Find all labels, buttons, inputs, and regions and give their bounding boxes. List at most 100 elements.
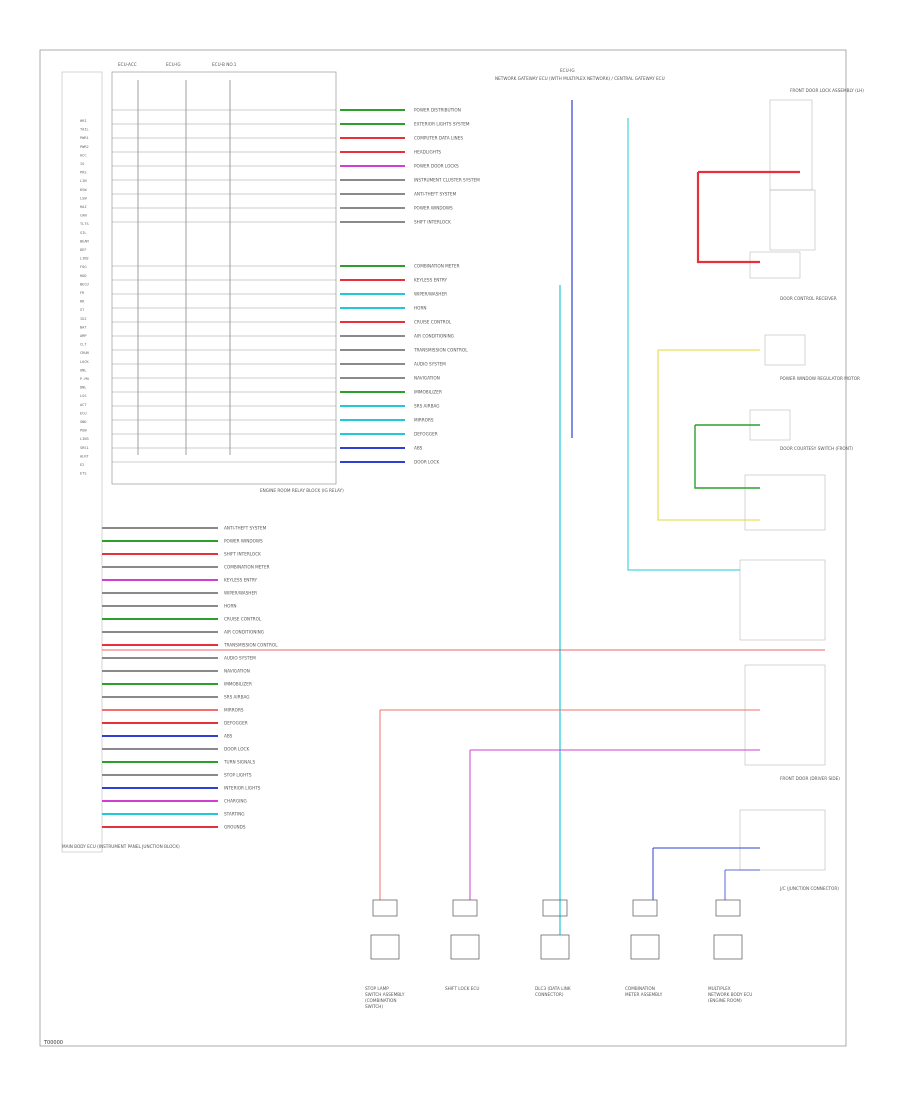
wire-destination-label: EXTERIOR LIGHTS SYSTEM (414, 122, 470, 127)
bottom-component-label: SWITCH) (365, 1004, 383, 1009)
wire-destination-label: MIRRORS (224, 708, 244, 713)
bottom-component-label: SHIFT LOCK ECU (445, 986, 479, 991)
left-ecu-pin-labels: HRITAILPWR1PWR2ACCIGPRSLINKSWLSWHAZCANTL… (80, 119, 89, 476)
connector-body (370, 934, 400, 960)
pin-label: E2 (80, 463, 84, 467)
connector-housing (452, 899, 478, 917)
wire-destination-label: CRUISE CONTROL (224, 617, 262, 622)
wire-destination-label: WIPER/WASHER (414, 292, 447, 297)
wire-destination-label: KEYLESS ENTRY (224, 578, 258, 583)
pin-label: LIN (80, 179, 87, 183)
wire-destination-label: AIR CONDITIONING (224, 630, 264, 635)
pin-label: IG (80, 162, 84, 166)
connector-housing (372, 899, 398, 917)
wire-destination-label: SHIFT INTERLOCK (224, 552, 261, 557)
connector-body (630, 934, 660, 960)
wire-destination-label: POWER DOOR LOCKS (414, 164, 459, 169)
pin-label: RR (80, 300, 85, 304)
wire-group: POWER DISTRIBUTION EXTERIOR LIGHTS SYSTEM… (102, 108, 480, 830)
pin-label: SRS1 (80, 446, 89, 450)
bottom-connector: SHIFT LOCK ECU (445, 899, 480, 991)
wire-destination-label: ANTI-THEFT SYSTEM (224, 526, 267, 531)
pin-label: DNL (80, 386, 87, 390)
yellow-loop (657, 349, 760, 521)
bottom-component-label: SWITCH ASSEMBLY (365, 992, 405, 997)
bottom-component-label: NETWORK BODY ECU (708, 992, 752, 997)
wire-destination-label: DOOR LOCK (224, 747, 249, 752)
wire-destination-label: HORN (414, 306, 427, 311)
pin-label: LIN2 (80, 257, 89, 261)
wire-destination-label: DOOR LOCK (414, 460, 439, 465)
bottom-component-label: STOP LAMP (365, 986, 389, 991)
pin-label: ACT (80, 403, 87, 407)
right-connector-label-1: FRONT DOOR LOCK ASSEMBLY (LH) (790, 88, 864, 93)
wire-destination-label: MIRRORS (414, 418, 434, 423)
pin-label: ST (80, 308, 85, 312)
wire-destination-label: GROUNDS (224, 825, 246, 830)
wire-destination-label: COMPUTER DATA LINES (414, 136, 463, 141)
wire-destination-label: SRS AIRBAG (414, 404, 439, 409)
connector-housing (632, 899, 658, 917)
right-connector-label-4: DOOR COURTESY SWITCH (FRONT) (780, 446, 853, 451)
pin-label: AMP (80, 334, 87, 338)
pin-label: IG2 (80, 317, 87, 321)
pin-label: BAT (80, 325, 87, 329)
pin-label: TAIL (80, 128, 89, 132)
pin-label: LSW (80, 196, 87, 200)
left-ecu: HRITAILPWR1PWR2ACCIGPRSLINKSWLSWHAZCANTL… (61, 71, 180, 853)
pin-label: HAZ (80, 205, 87, 209)
magenta-drop (469, 749, 760, 900)
wire-destination-label: HORN (224, 604, 237, 609)
pin-label: UNL (80, 368, 87, 372)
wire-destination-label: CRUISE CONTROL (414, 320, 452, 325)
wire-destination-label: POWER DISTRIBUTION (414, 108, 461, 113)
top-connector: NETWORK GATEWAY ECU (WITH MULTIPLEX NETW… (495, 68, 665, 81)
pin-label: ACC (80, 153, 87, 157)
pin-label: ECU (80, 411, 87, 415)
wire-destination-label: KEYLESS ENTRY (414, 278, 448, 283)
bottom-component-label: MULTIPLEX (708, 986, 731, 991)
wire-destination-label: AIR CONDITIONING (414, 334, 454, 339)
wire-destination-label: COMBINATION METER (414, 264, 460, 269)
blue-drop (652, 847, 760, 900)
cyan-loop (627, 118, 740, 571)
wire-destination-label: TRANSMISSION CONTROL (413, 348, 468, 353)
pin-label: P-PN (80, 377, 89, 381)
wire-destination-label: AUDIO SYSTEM (224, 656, 256, 661)
pin-label: ETS (80, 472, 87, 476)
fuse-label-1: ECU-ACC (118, 62, 137, 67)
pin-label: BECU (80, 282, 89, 286)
pin-label: HUD (80, 274, 87, 278)
main-ecu-block: ECU-ACC ECU-IG ECU-B NO.1 ENGINE ROOM RE… (111, 62, 344, 493)
wire-destination-label: AUDIO SYSTEM (414, 362, 446, 367)
top-ecu-label: NETWORK GATEWAY ECU (WITH MULTIPLEX NETW… (495, 76, 665, 81)
connector-body (450, 934, 480, 960)
bottom-component-label: CONNECTOR) (535, 992, 564, 997)
pin-label: SIL (80, 231, 87, 235)
wire-destination-label: CHARGING (224, 799, 247, 804)
pin-label: POW (80, 429, 87, 433)
pin-label: LIN3 (80, 437, 89, 441)
wire-destination-label: ABS (414, 446, 423, 451)
wire-destination-label: TURN SIGNALS (223, 760, 255, 765)
diagram-frame (39, 49, 847, 1047)
pin-label: PWR2 (80, 145, 89, 149)
wire-destination-label: STOP LIGHTS (224, 773, 252, 778)
pin-label: BEAM (80, 239, 89, 243)
wire-destination-label: IMMOBILIZER (224, 682, 252, 687)
pin-label: HRI (80, 119, 87, 123)
wire-destination-label: HEADLIGHTS (414, 150, 441, 155)
fuse-label-3: ECU-B NO.1 (212, 62, 237, 67)
bottom-component-label: METER ASSEMBLY (625, 992, 663, 997)
red-loop (696, 170, 800, 264)
wire-destination-label: POWER WINDOWS (224, 539, 263, 544)
fuse-label-2: ECU-IG (166, 62, 181, 67)
right-connector-label-2: DOOR CONTROL RECEIVER (780, 296, 837, 301)
bottom-component-label: (COMBINATION (365, 998, 396, 1003)
right-connector-label-5: FRONT DOOR (DRIVER SIDE) (780, 776, 840, 781)
connector-body (713, 934, 743, 960)
